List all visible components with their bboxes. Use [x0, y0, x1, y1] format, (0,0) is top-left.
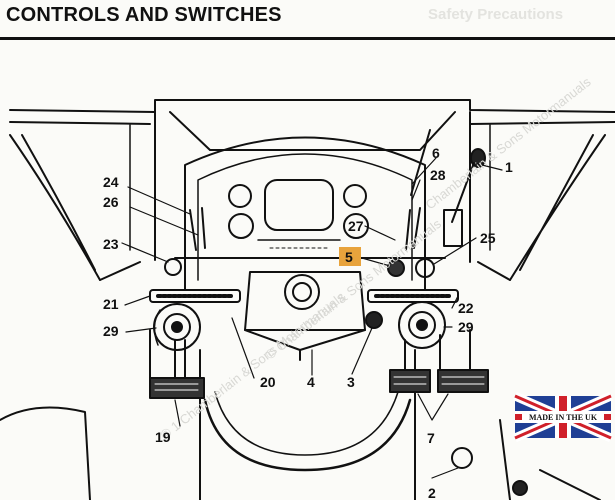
gear-lever: [443, 148, 486, 247]
made-in-uk-badge: MADE IN THE UK: [513, 391, 613, 443]
badge-label: MADE IN THE UK: [529, 413, 598, 422]
callout-3: 3: [347, 374, 355, 390]
callout-5-highlight: [339, 247, 361, 266]
knob-23: [164, 258, 182, 276]
callout-2: 2: [428, 485, 436, 500]
right-pedals: [389, 334, 489, 393]
callout-22: 22: [458, 300, 474, 316]
callout-26: 26: [103, 194, 119, 210]
instrument-hood: [169, 111, 456, 291]
heading-rule: [0, 37, 615, 40]
knob-3: [365, 311, 383, 329]
callout-6: 6: [432, 145, 440, 161]
gauge-cluster: [228, 179, 369, 249]
callout-29-left: 29: [103, 323, 119, 339]
callout-5: 5: [345, 249, 353, 265]
page-title: CONTROLS AND SWITCHES: [6, 4, 282, 26]
left-stalk: [149, 289, 241, 351]
callout-24: 24: [103, 174, 119, 190]
steering-wheel: [203, 398, 412, 472]
callout-29-right: 29: [458, 319, 474, 335]
callout-4: 4: [307, 374, 315, 390]
callout-19: 19: [155, 429, 171, 445]
left-pedal: [149, 339, 205, 399]
callout-28: 28: [430, 167, 446, 183]
watermark-3: Chamberlain & Sons Motormanuals: [423, 74, 594, 212]
lower-knob: [451, 447, 473, 469]
right-stalk: [367, 289, 459, 349]
faded-adjacent-heading: Safety Precautions: [428, 6, 564, 23]
leader-lines: [121, 157, 503, 479]
callout-20: 20: [260, 374, 276, 390]
steering-column: [244, 271, 366, 361]
cab-frame: [9, 99, 615, 281]
callout-23: 23: [103, 236, 119, 252]
callout-25: 25: [480, 230, 496, 246]
callout-27: 27: [348, 218, 364, 234]
callout-1: 1: [505, 159, 513, 175]
knob-25: [415, 258, 435, 278]
callout-21: 21: [103, 296, 119, 312]
knob-5: [387, 259, 405, 277]
callout-7: 7: [427, 430, 435, 446]
